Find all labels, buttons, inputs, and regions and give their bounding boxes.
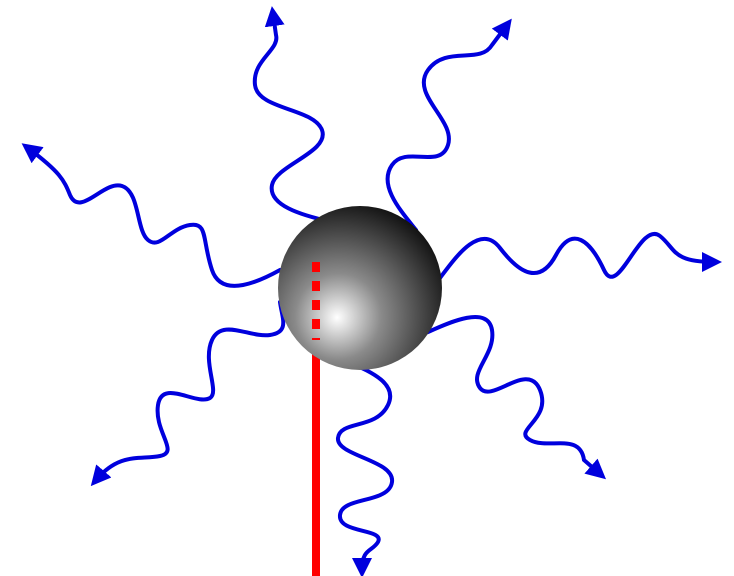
wave-down-right [428, 317, 600, 474]
wave-down-left [96, 302, 283, 480]
wave-up-right [388, 25, 507, 230]
target-sphere [278, 206, 442, 370]
wave-down [338, 358, 392, 570]
wave-up [255, 14, 332, 222]
wave-left [28, 148, 280, 286]
wave-right [440, 234, 714, 278]
